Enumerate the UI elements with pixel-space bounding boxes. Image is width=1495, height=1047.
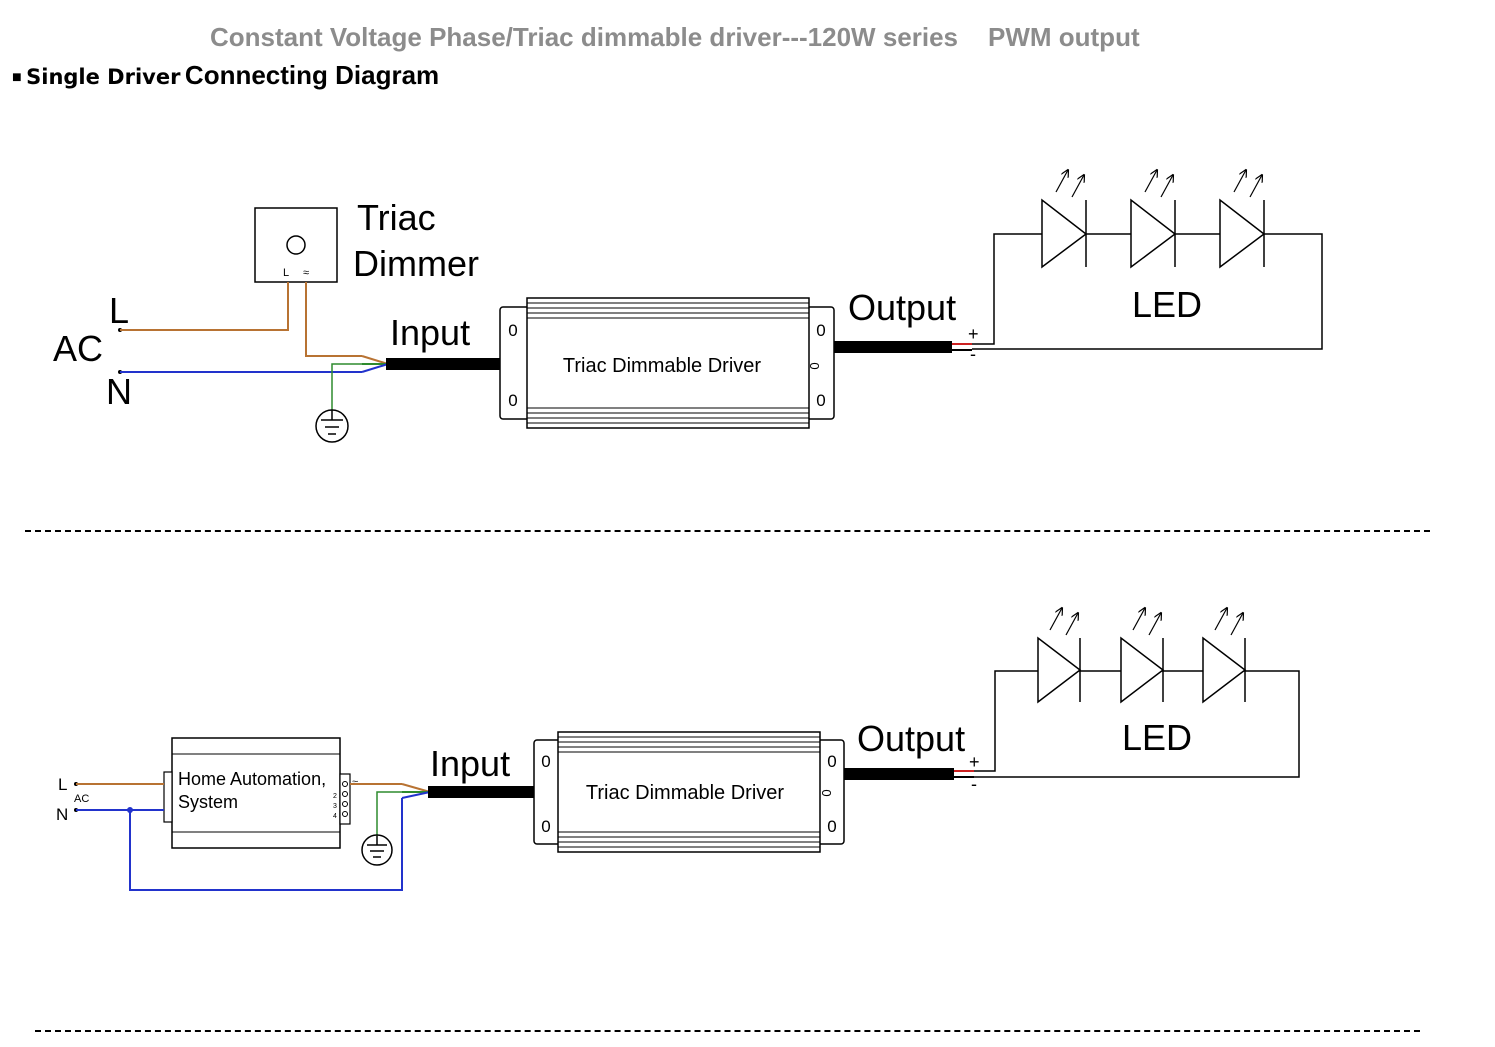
ac-label: AC — [53, 328, 103, 369]
led-icon — [1202, 608, 1247, 704]
triac-dimmer: L ≈ — [254, 207, 338, 283]
triac-dimmable-driver: 0 0 0 0 0 Triac Dimmable Driver — [533, 731, 845, 853]
screw-icon: 0 — [819, 789, 834, 796]
minus-sign: - — [971, 774, 977, 794]
led-string — [972, 170, 1323, 350]
input-connector — [401, 783, 534, 799]
wire-n-return — [129, 798, 403, 891]
screw-icon: 0 — [807, 362, 822, 369]
wire-l-brown — [120, 282, 289, 331]
section-title-rest: Connecting Diagram — [184, 60, 440, 90]
ground-icon — [361, 834, 393, 866]
ac-label: AC — [74, 793, 89, 805]
led-icon — [1130, 170, 1177, 269]
input-label: Input — [390, 312, 470, 353]
screw-icon: 0 — [541, 752, 550, 771]
home-automation-label-line1: Home Automation, — [178, 769, 326, 789]
screw-icon: 0 — [541, 817, 550, 836]
screw-icon: 0 — [816, 321, 825, 340]
plus-sign: + — [969, 752, 980, 772]
line-l-label: L — [58, 775, 67, 794]
terminal-4-label: 4 — [333, 813, 337, 820]
page-header: Constant Voltage Phase/Triac dimmable dr… — [210, 22, 1140, 53]
wire-ground — [331, 363, 362, 410]
led-icon — [1219, 170, 1266, 269]
output-cable — [844, 768, 954, 780]
dimmer-knob-icon — [286, 235, 306, 255]
screw-icon: 0 — [508, 321, 517, 340]
output-label: Output — [857, 718, 965, 759]
line-n-label: N — [106, 371, 132, 412]
line-n-label: N — [56, 805, 68, 824]
led-icon — [1120, 608, 1165, 704]
separator-line-1 — [25, 530, 1430, 532]
header-title: Constant Voltage Phase/Triac dimmable dr… — [210, 22, 958, 52]
output-label: Output — [848, 287, 956, 328]
led-label: LED — [1132, 284, 1202, 325]
separator-line-2 — [35, 1030, 1420, 1032]
ground-icon — [315, 409, 349, 443]
terminal-2-label: 2 — [333, 793, 337, 800]
dimmer-terminal-dim: ≈ — [303, 267, 309, 279]
minus-sign: - — [970, 344, 976, 364]
home-automation-system: Home Automation, System ≈ 2 3 4 — [163, 737, 358, 849]
led-icon — [1041, 170, 1088, 269]
terminal-3-label: 3 — [333, 803, 337, 810]
input-label: Input — [430, 743, 510, 784]
led-string — [974, 608, 1300, 778]
wire-dim-brown — [305, 282, 362, 357]
screw-icon: 0 — [508, 391, 517, 410]
screw-icon: 0 — [827, 817, 836, 836]
screw-icon: 0 — [816, 391, 825, 410]
diagram-2: L N AC Home Automation, System ≈ 2 3 4 — [56, 608, 1300, 891]
wire-ground — [376, 791, 402, 836]
screw-icon: 0 — [827, 752, 836, 771]
diagram-1: L ≈ Triac Dimmer AC L N Input — [53, 170, 1323, 443]
section-title-strong: Single Driver — [26, 65, 181, 89]
led-label: LED — [1122, 717, 1192, 758]
dimmer-label-line2: Dimmer — [353, 243, 479, 284]
output-cable — [834, 341, 952, 353]
dimmer-terminal-l: L — [283, 267, 289, 279]
driver-label: Triac Dimmable Driver — [563, 355, 762, 377]
dimmer-label-line1: Triac — [357, 197, 436, 238]
driver-label: Triac Dimmable Driver — [586, 782, 785, 804]
header-pwm: PWM output — [988, 22, 1140, 52]
line-l-label: L — [109, 290, 129, 331]
triac-dimmable-driver: 0 0 0 0 0 Triac Dimmable Driver — [499, 297, 835, 429]
input-connector — [361, 355, 500, 373]
bullet-icon: ■ — [12, 69, 22, 86]
led-icon — [1037, 608, 1082, 704]
section-title: ■ Single Driver Connecting Diagram — [12, 60, 439, 91]
plus-sign: + — [968, 324, 979, 344]
home-automation-label-line2: System — [178, 792, 238, 812]
